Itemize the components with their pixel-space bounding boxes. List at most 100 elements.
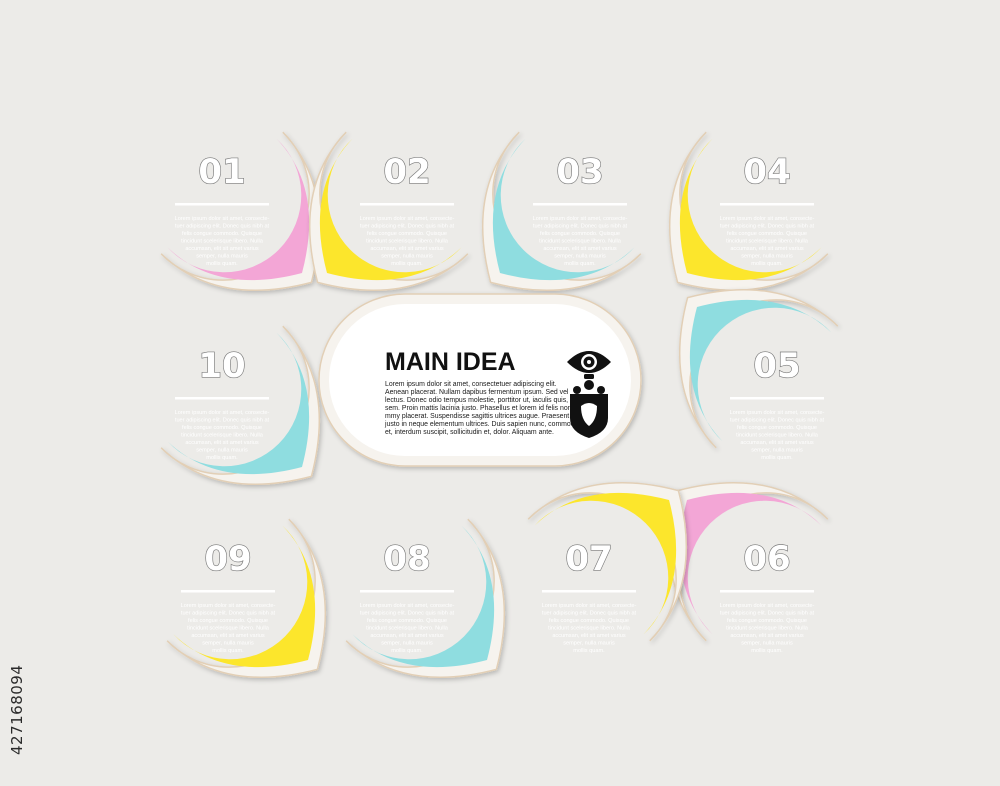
step-body-line: Lorem ipsum dolor sit amet, consecte-	[360, 603, 455, 609]
step-body-line: felis congue commodo. Quisque	[727, 618, 807, 624]
step-number: 01	[198, 152, 245, 192]
petal-fill	[167, 138, 310, 281]
step-body-line: semper, nulla mauris	[741, 254, 793, 260]
step-number: 04	[743, 152, 790, 192]
step-body-line: tincidunt scelerisque libero. Nulla	[548, 626, 631, 632]
main-idea-title: MAIN IDEA	[385, 348, 516, 376]
step-body-line: tincidunt scelerisque libero. Nulla	[366, 239, 449, 245]
eye-head-icon	[567, 351, 611, 438]
step-body-line: tincidunt scelerisque libero. Nulla	[187, 626, 270, 632]
stock-id-text: 427168094	[8, 664, 26, 755]
step-body-line: Lorem ipsum dolor sit amet, consecte-	[175, 410, 270, 416]
step-body-line: mollis quam.	[391, 648, 423, 654]
main-idea-line: et, interdum suscipit, sollicitudin et, …	[385, 429, 554, 436]
step-body-line: Lorem ipsum dolor sit amet, consecte-	[181, 603, 276, 609]
step-body-line: mollis quam.	[391, 261, 423, 267]
step-body-line: tincidunt scelerisque libero. Nulla	[726, 239, 809, 245]
step-body-line: tuer adipiscing elit. Donec quis nibh at	[720, 224, 815, 230]
step-divider	[175, 203, 269, 206]
petal-fill	[534, 492, 677, 635]
step-divider	[175, 397, 269, 400]
step-body-line: felis congue commodo. Quisque	[737, 425, 817, 431]
petal-fill	[492, 138, 635, 281]
petal-frame	[527, 481, 688, 642]
step-body-line: semper, nulla mauris	[751, 448, 803, 454]
main-idea-line: lectus. Donec odio tempus molestie, port…	[385, 397, 568, 404]
step-body-line: tuer adipiscing elit. Donec quis nibh at	[720, 611, 815, 617]
step-body-line: mollis quam.	[564, 261, 596, 267]
step-body-line: semper, nulla mauris	[196, 254, 248, 260]
step-body-line: semper, nulla mauris	[196, 448, 248, 454]
step-number: 03	[556, 152, 603, 192]
step-body-line: semper, nulla mauris	[381, 254, 433, 260]
petal-frame	[345, 518, 506, 679]
step-body-line: mollis quam.	[573, 648, 605, 654]
step-body-line: tincidunt scelerisque libero. Nulla	[181, 239, 264, 245]
main-idea-line: Lorem ipsum dolor sit amet, consectetuer…	[385, 381, 557, 388]
step-body-line: semper, nulla mauris	[563, 641, 615, 647]
petal-frame	[166, 518, 327, 679]
step-body-line: Lorem ipsum dolor sit amet, consecte-	[175, 216, 270, 222]
step-body-line: tincidunt scelerisque libero. Nulla	[539, 239, 622, 245]
step-body-line: accumsan, elit sit amet varius	[185, 246, 259, 252]
main-idea-inner	[329, 304, 631, 456]
step-divider	[181, 590, 275, 593]
step-body-line: accumsan, elit sit amet varius	[543, 246, 617, 252]
main-idea-line: justo in neque elementum ultrices. Duis …	[384, 421, 579, 428]
step-body-line: felis congue commodo. Quisque	[182, 231, 262, 237]
petal-fill	[352, 525, 495, 668]
step-body-line: Lorem ipsum dolor sit amet, consecte-	[533, 216, 628, 222]
petal-fill	[679, 138, 822, 281]
petal-fill	[679, 492, 822, 635]
step-number: 05	[753, 346, 800, 386]
step-body-line: accumsan, elit sit amet varius	[185, 440, 259, 446]
main-idea-line: Aenean placerat. Nullam dapibus fermentu…	[385, 389, 569, 396]
step-number: 10	[198, 346, 245, 386]
step-body-line: tuer adipiscing elit. Donec quis nibh at	[181, 611, 276, 617]
step-body-line: Lorem ipsum dolor sit amet, consecte-	[720, 603, 815, 609]
step-body-line: tincidunt scelerisque libero. Nulla	[366, 626, 449, 632]
step-body-line: accumsan, elit sit amet varius	[370, 246, 444, 252]
step-body-line: mollis quam.	[206, 261, 238, 267]
petal-frame	[160, 325, 321, 486]
step-body-line: tuer adipiscing elit. Donec quis nibh at	[360, 224, 455, 230]
petal-fill	[689, 299, 832, 442]
step-divider	[360, 590, 454, 593]
step-body-line: tincidunt scelerisque libero. Nulla	[726, 626, 809, 632]
step-body-line: accumsan, elit sit amet varius	[730, 633, 804, 639]
step-number: 07	[565, 539, 612, 579]
petal-frame	[678, 288, 839, 449]
step-body-line: Lorem ipsum dolor sit amet, consecte-	[360, 216, 455, 222]
step-body-line: felis congue commodo. Quisque	[367, 618, 447, 624]
step-body-line: tuer adipiscing elit. Donec quis nibh at	[533, 224, 628, 230]
step-divider	[533, 203, 627, 206]
step-body-line: tincidunt scelerisque libero. Nulla	[181, 433, 264, 439]
step-body-line: semper, nulla mauris	[202, 641, 254, 647]
step-body-line: Lorem ipsum dolor sit amet, consecte-	[730, 410, 825, 416]
step-number: 09	[204, 539, 251, 579]
petal-fill	[167, 332, 310, 475]
step-body-line: Lorem ipsum dolor sit amet, consecte-	[542, 603, 637, 609]
step-body-line: felis congue commodo. Quisque	[540, 231, 620, 237]
step-body-line: mollis quam.	[212, 648, 244, 654]
step-number: 08	[383, 539, 430, 579]
step-divider	[360, 203, 454, 206]
step-body-line: felis congue commodo. Quisque	[188, 618, 268, 624]
step-body-line: tuer adipiscing elit. Donec quis nibh at	[730, 418, 825, 424]
step-divider	[720, 590, 814, 593]
step-body-line: semper, nulla mauris	[741, 641, 793, 647]
step-number: 06	[743, 539, 790, 579]
petal-frame	[668, 131, 829, 292]
step-body-line: accumsan, elit sit amet varius	[191, 633, 265, 639]
step-body-line: mollis quam.	[751, 648, 783, 654]
step-body-line: felis congue commodo. Quisque	[367, 231, 447, 237]
